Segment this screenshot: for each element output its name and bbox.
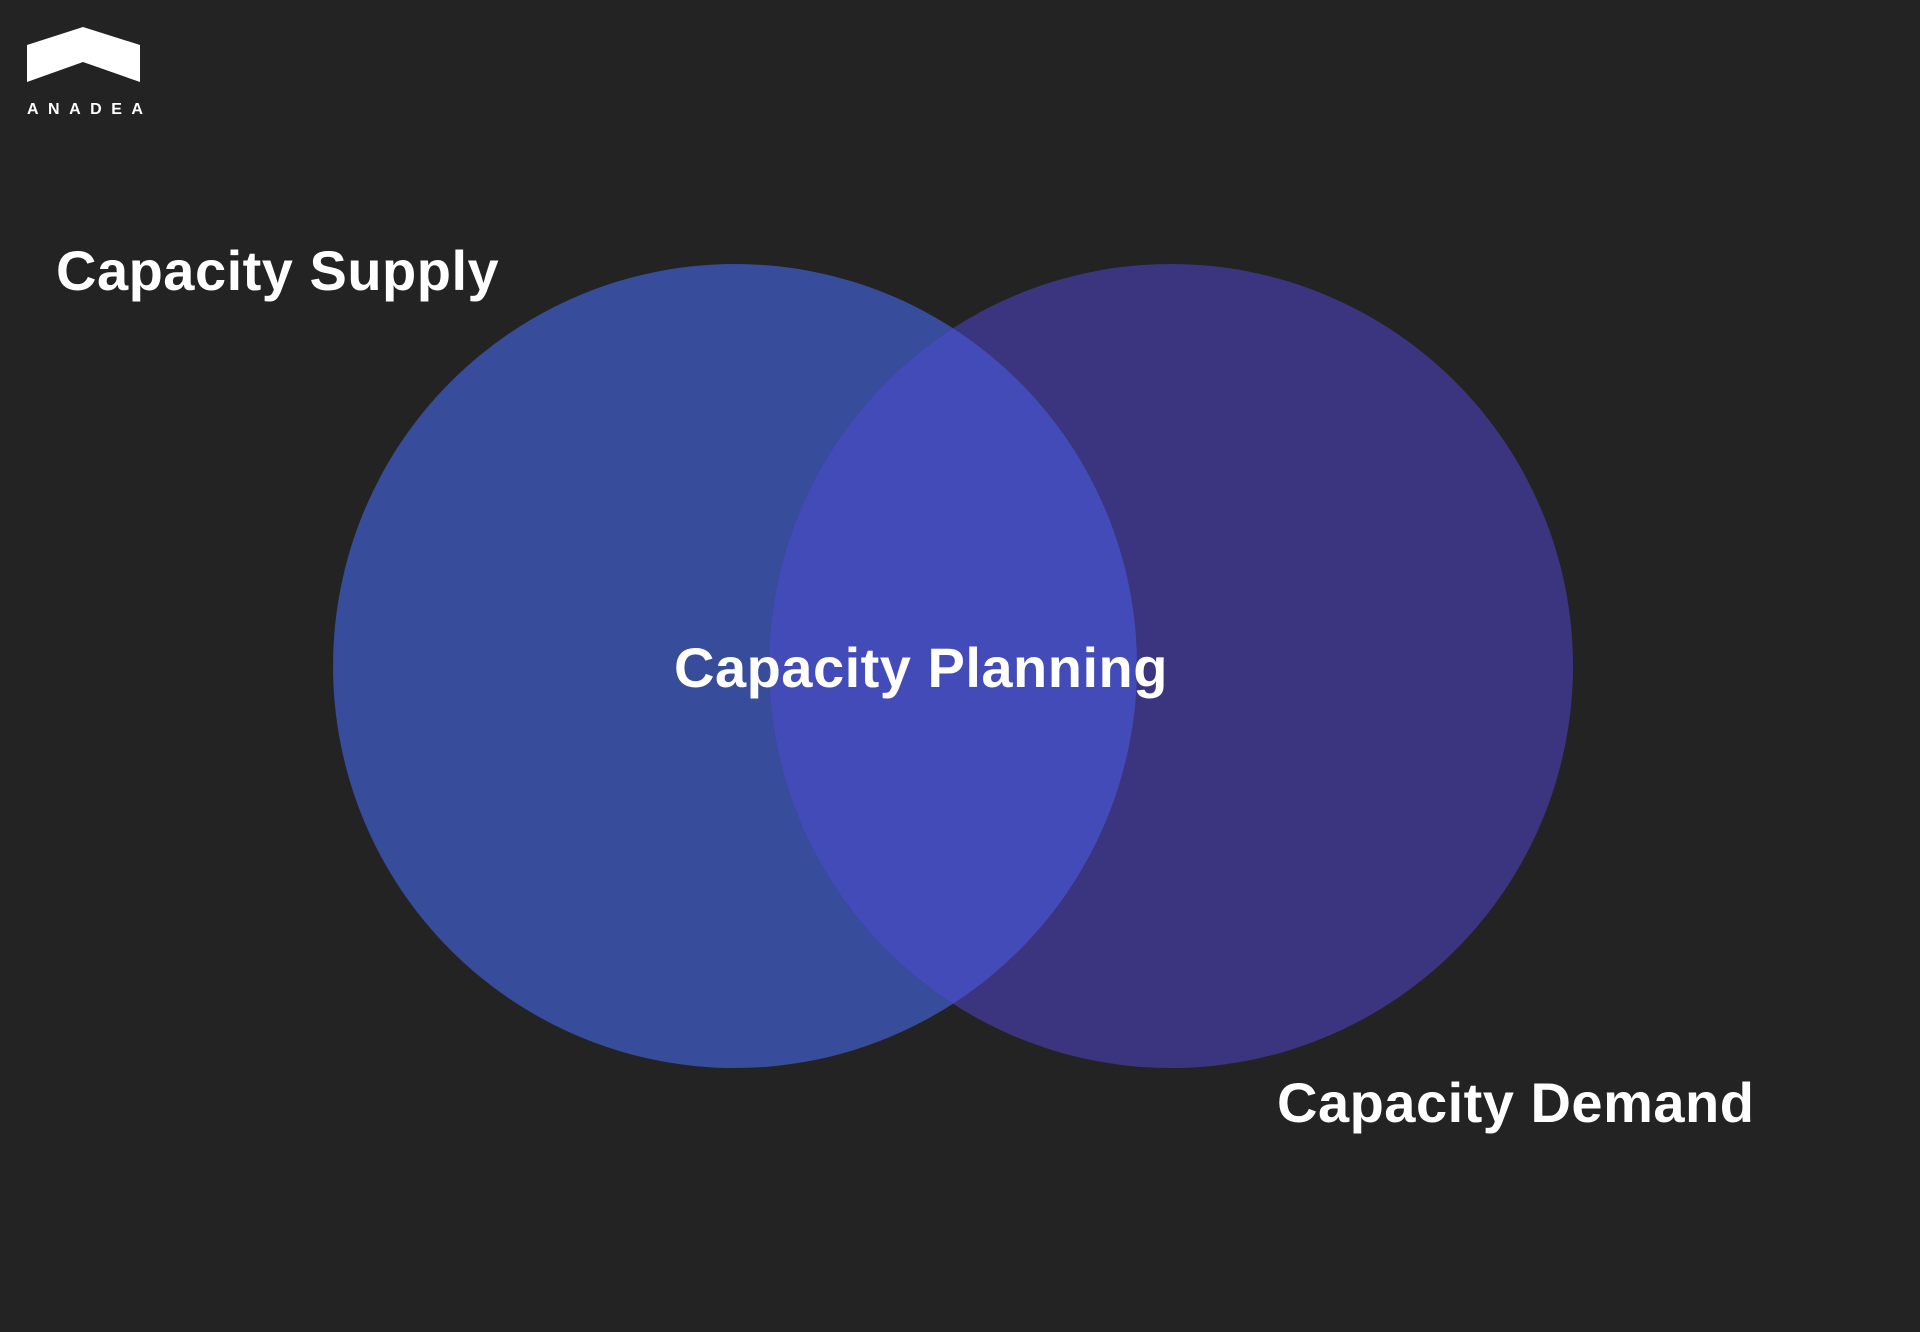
brand-name: ANADEA (27, 101, 153, 118)
capacity-demand-label: Capacity Demand (1277, 1071, 1755, 1134)
anadea-logo-icon (27, 27, 140, 82)
capacity-planning-intersection (769, 264, 1137, 1068)
capacity-supply-label: Capacity Supply (56, 239, 500, 302)
capacity-planning-label: Capacity Planning (674, 636, 1168, 699)
